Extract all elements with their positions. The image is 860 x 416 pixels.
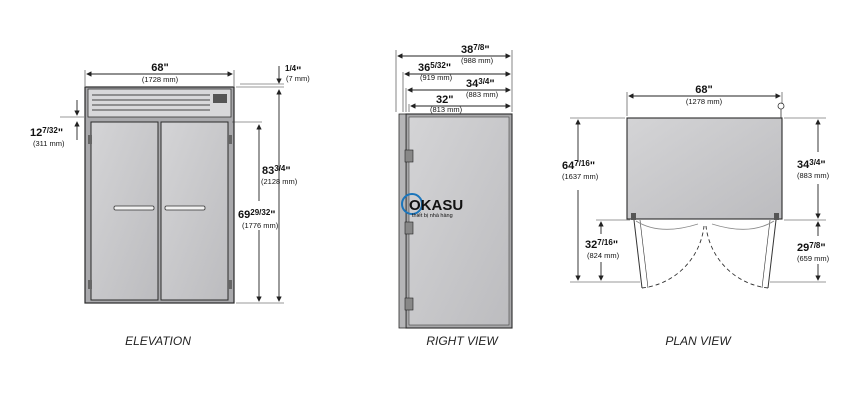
right-handle — [164, 205, 206, 211]
left-door-open — [633, 219, 643, 289]
cabinet-depth-mm: (883 mm) — [466, 90, 499, 99]
total-height-mm: (2128 mm) — [261, 177, 298, 186]
total-height-label: 833/4" — [262, 164, 291, 177]
overall-depth-mm: (988 mm) — [461, 56, 494, 65]
okasu-watermark: OKASU thiết bị nhà hàng — [401, 193, 463, 219]
caption-right-view: RIGHT VIEW — [426, 334, 499, 348]
svg-text:thiết bị nhà hàng: thiết bị nhà hàng — [412, 213, 453, 219]
left-door — [90, 121, 159, 301]
right-door-swing — [705, 225, 769, 289]
louver-gap-mm: (7 mm) — [286, 74, 310, 83]
svg-text:OKASU: OKASU — [409, 197, 463, 214]
louver-gap-label: 1/4" — [285, 64, 301, 77]
plan-view: 68" (1278 mm) 647/16" (1637 mm) 327/16" … — [562, 84, 830, 348]
plan-cabinet-depth-label: 343/4" — [797, 158, 826, 171]
elevation-width-label: 68" — [151, 62, 168, 74]
hinge-mid — [404, 221, 414, 235]
right-view: OKASU thiết bị nhà hàng 387/8" (988 mm) … — [395, 43, 513, 348]
total-depth-label: 647/16" — [562, 159, 595, 172]
hinge-top — [404, 149, 414, 163]
door-height-label: 6929/32" — [238, 208, 276, 221]
caption-elevation: ELEVATION — [125, 334, 191, 348]
right-door — [160, 121, 229, 301]
door-clear-label: 297/8" — [797, 241, 826, 254]
body-depth-label: 32" — [436, 94, 453, 106]
elevation-width-mm: (1728 mm) — [142, 75, 179, 84]
total-depth-mm: (1637 mm) — [562, 172, 599, 181]
body-depth-mm: (813 mm) — [430, 105, 463, 114]
overall-depth-label: 387/8" — [461, 43, 490, 56]
plan-width-label: 68" — [695, 84, 712, 96]
right-door-open — [767, 219, 777, 289]
plan-cabinet-depth-mm: (883 mm) — [797, 171, 830, 180]
handle-depth-label: 365/32" — [418, 61, 451, 74]
door-clear-mm: (659 mm) — [797, 254, 830, 263]
cabinet-depth-label: 343/4" — [466, 77, 495, 90]
door-swing-mm: (824 mm) — [587, 251, 620, 260]
left-door-swing — [641, 225, 705, 289]
door-top-mm: (311 mm) — [33, 139, 65, 148]
control-display — [213, 94, 227, 103]
plan-cabinet — [626, 117, 783, 220]
left-handle — [113, 205, 155, 211]
door-swing-label: 327/16" — [585, 238, 618, 251]
hinge-bottom — [404, 297, 414, 311]
handle-depth-mm: (919 mm) — [420, 73, 453, 82]
louver-panel — [87, 88, 232, 118]
door-height-mm: (1776 mm) — [242, 221, 279, 230]
plan-width-mm: (1278 mm) — [686, 97, 723, 106]
elevation-view: 68" (1728 mm) 1/4" (7 mm) 127/32" (311 m… — [30, 62, 310, 348]
caption-plan-view: PLAN VIEW — [665, 334, 732, 348]
door-top-label: 127/32" — [30, 126, 63, 139]
